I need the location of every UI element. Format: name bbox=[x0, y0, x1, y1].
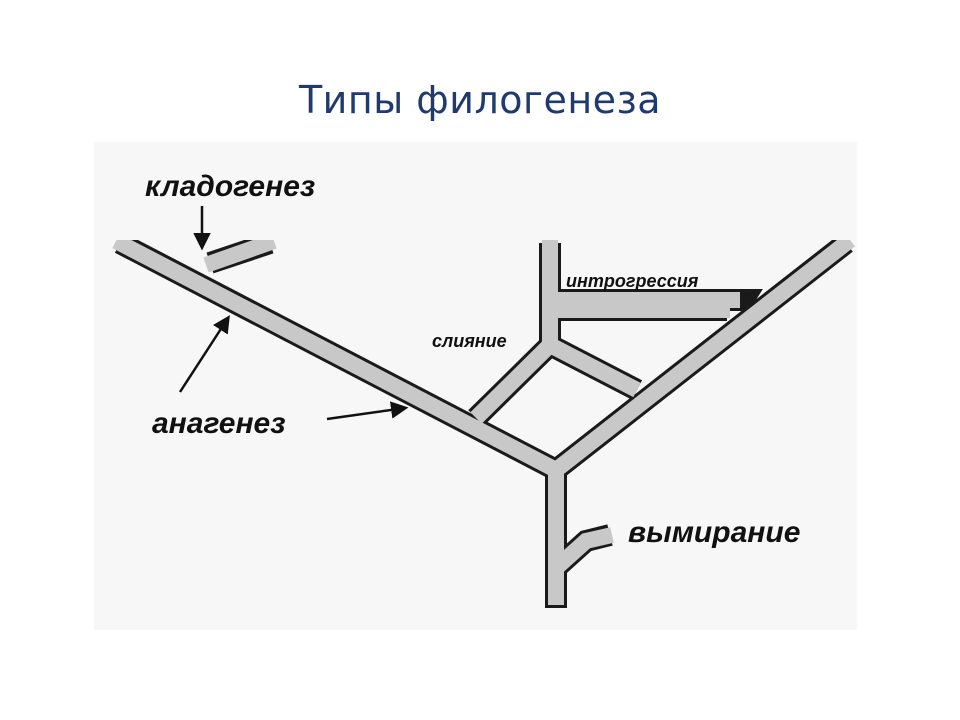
slide-title: Типы филогенеза bbox=[298, 78, 662, 122]
extinction-label: вымирание bbox=[628, 516, 800, 549]
fusion-right-branch bbox=[546, 337, 641, 398]
fusion-left-branch bbox=[470, 339, 556, 424]
main-left-branch bbox=[112, 233, 560, 478]
anagenesis-up-arrow bbox=[178, 315, 230, 393]
anagenesis-label: анагенез bbox=[152, 407, 286, 440]
anagenesis-right-arrow bbox=[326, 401, 409, 421]
introgression-label: интрогрессия bbox=[566, 271, 699, 291]
top-edge-mask bbox=[94, 142, 857, 240]
cladogenesis-label: кладогенез bbox=[145, 170, 315, 203]
main-right-branch bbox=[551, 233, 855, 477]
cladogenesis-side-branch bbox=[203, 233, 277, 273]
branch-fills bbox=[112, 233, 855, 605]
arrows bbox=[178, 206, 409, 421]
extinction-side-branch bbox=[550, 527, 614, 574]
fusion-label: слияние bbox=[432, 331, 507, 351]
